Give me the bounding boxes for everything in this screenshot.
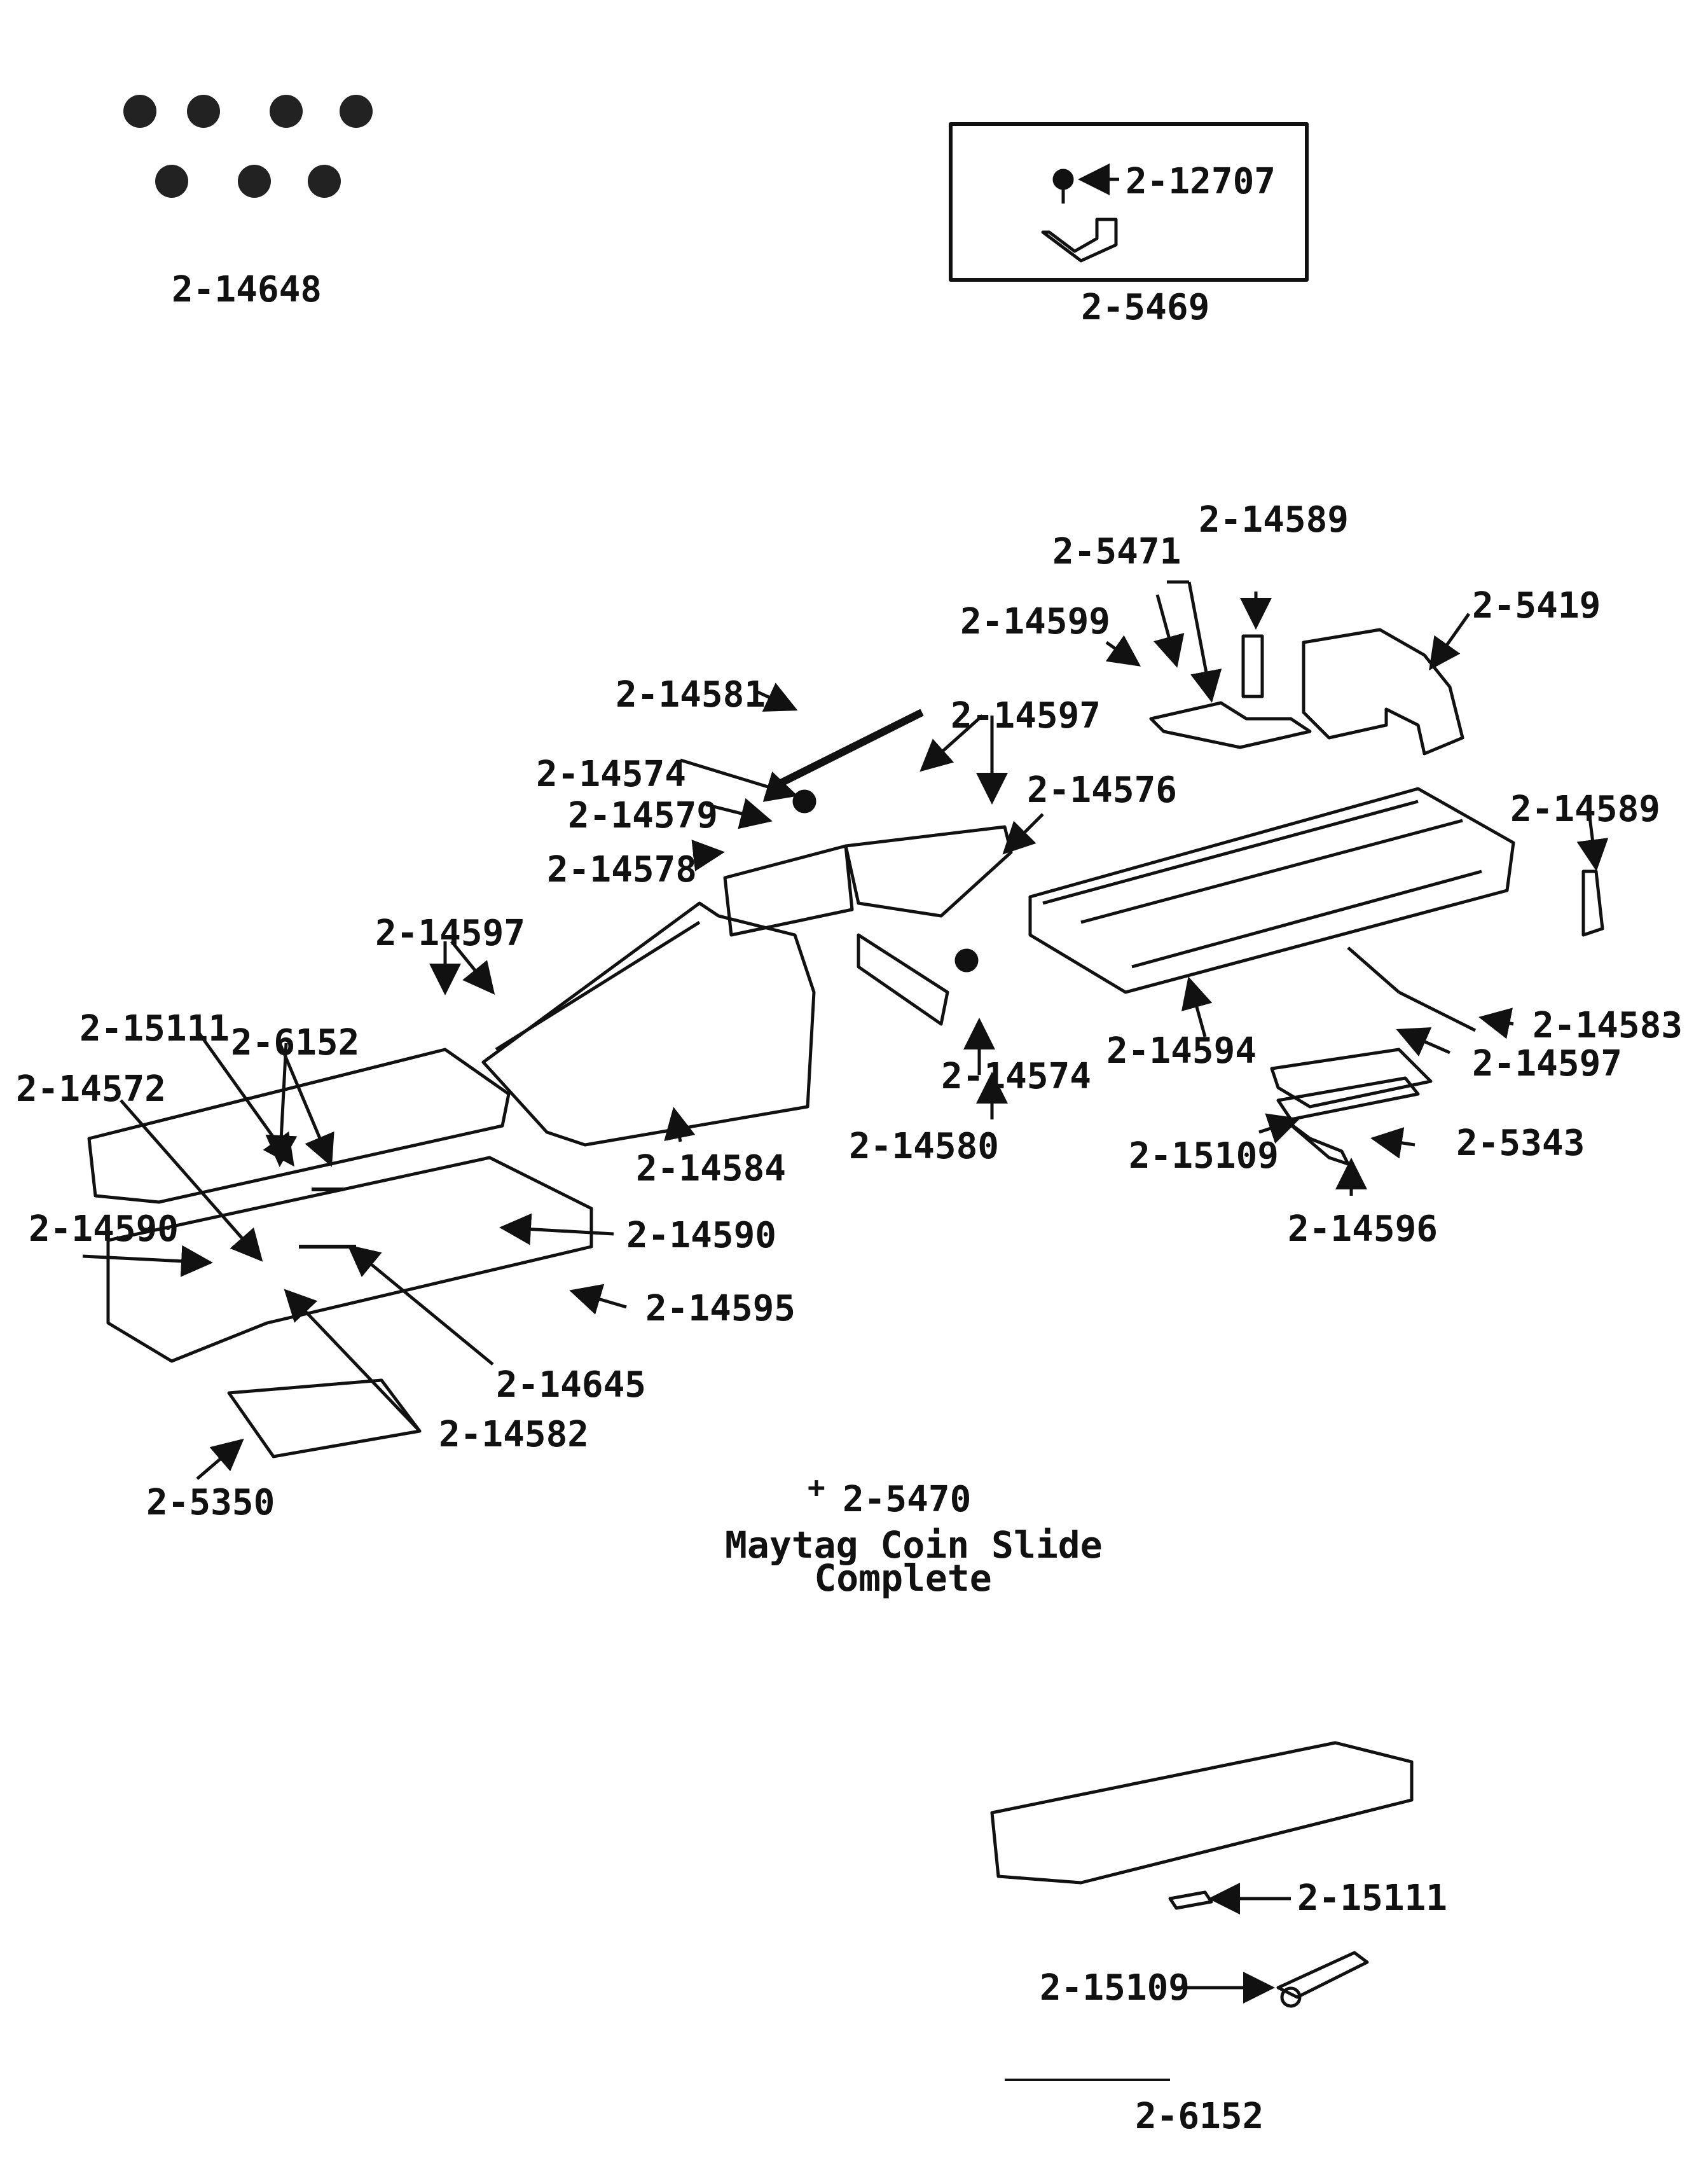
part-number-2-5350: 2-5350 <box>146 1482 275 1523</box>
part-number-2-14597-left: 2-14597 <box>375 913 526 954</box>
part-number-2-14645: 2-14645 <box>496 1364 647 1406</box>
part-number-2-14574-mid: 2-14574 <box>941 1056 1092 1097</box>
slide-detail-6152 <box>990 1741 1414 1885</box>
chute-14584 <box>481 901 816 1147</box>
bracket-14576 <box>844 825 1013 918</box>
part-number-2-12707: 2-12707 <box>1126 161 1276 202</box>
part-number-2-15111: 2-15111 <box>79 1008 230 1049</box>
part-detail-15109 <box>1276 1951 1369 1999</box>
part-number-2-14580: 2-14580 <box>849 1126 1000 1167</box>
part-number-2-14572: 2-14572 <box>16 1069 167 1110</box>
latch-5471 <box>1149 701 1312 749</box>
slide-6152 <box>87 1048 511 1204</box>
part-number-2-14583: 2-14583 <box>1532 1005 1683 1046</box>
part-number-2-14595: 2-14595 <box>645 1288 796 1329</box>
part-number-2-5469: 2-5469 <box>1081 287 1210 328</box>
housing-5419 <box>1302 628 1464 756</box>
pin-14589-right <box>1581 869 1604 937</box>
part-number-2-14576: 2-14576 <box>1027 770 1178 811</box>
pin-14589 <box>1241 634 1264 698</box>
part-number-2-14599: 2-14599 <box>960 601 1111 642</box>
part-number-2-14589-top: 2-14589 <box>1199 499 1349 541</box>
part-number-2-15109: 2-15109 <box>1129 1135 1279 1177</box>
assembly-part-number: 2-5470 <box>843 1479 972 1520</box>
part-number-2-14590-right: 2-14590 <box>626 1215 777 1256</box>
slide-plate-14594 <box>1028 787 1515 994</box>
rod-14583 <box>1347 946 1400 994</box>
part-number-2-14579: 2-14579 <box>568 795 719 836</box>
pin-detail-15111 <box>1168 1890 1213 1910</box>
kit-box <box>949 122 1309 282</box>
part-number-2-6152: 2-6152 <box>231 1022 360 1063</box>
part-number-2-14594: 2-14594 <box>1106 1030 1257 1072</box>
part-number-2-14589-right: 2-14589 <box>1510 789 1661 830</box>
part-number-2-14596: 2-14596 <box>1288 1208 1438 1250</box>
part-number-2-14648: 2-14648 <box>172 269 322 310</box>
part-number-2-15111-detail: 2-15111 <box>1297 1878 1448 1919</box>
screw-icon <box>1052 169 1074 204</box>
plus-mark: + <box>808 1470 825 1504</box>
plate-5350 <box>227 1378 422 1458</box>
assembly-title-line2: Complete <box>814 1556 992 1600</box>
frame-14578 <box>723 844 854 937</box>
part-number-2-14578: 2-14578 <box>547 849 698 890</box>
screw-kit-icon <box>123 95 373 198</box>
bracket-icon <box>1041 218 1118 263</box>
base-14595 <box>106 1156 593 1363</box>
part-number-2-5343: 2-5343 <box>1456 1123 1585 1164</box>
spring-14581 <box>768 709 924 793</box>
part-number-2-14597-right: 2-14597 <box>1472 1043 1623 1084</box>
part-number-2-15109-detail: 2-15109 <box>1040 1967 1190 2009</box>
part-number-2-5471: 2-5471 <box>1052 531 1181 572</box>
part-number-2-5419: 2-5419 <box>1472 585 1601 627</box>
bracket-14596 <box>1283 1118 1350 1166</box>
part-number-2-14584: 2-14584 <box>636 1148 787 1189</box>
part-number-2-6152-detail: 2-6152 <box>1135 2096 1264 2137</box>
plate-14580 <box>857 933 949 1026</box>
part-number-2-14574-top: 2-14574 <box>536 754 687 795</box>
part-number-2-14581: 2-14581 <box>616 674 766 716</box>
part-number-2-14597-top: 2-14597 <box>951 695 1101 737</box>
part-number-2-14582: 2-14582 <box>439 1414 589 1455</box>
coin-plate-5343 <box>1270 1048 1433 1109</box>
part-number-2-14590-left: 2-14590 <box>29 1208 179 1250</box>
assembly-title-line1: Maytag Coin Slide <box>725 1523 1103 1567</box>
